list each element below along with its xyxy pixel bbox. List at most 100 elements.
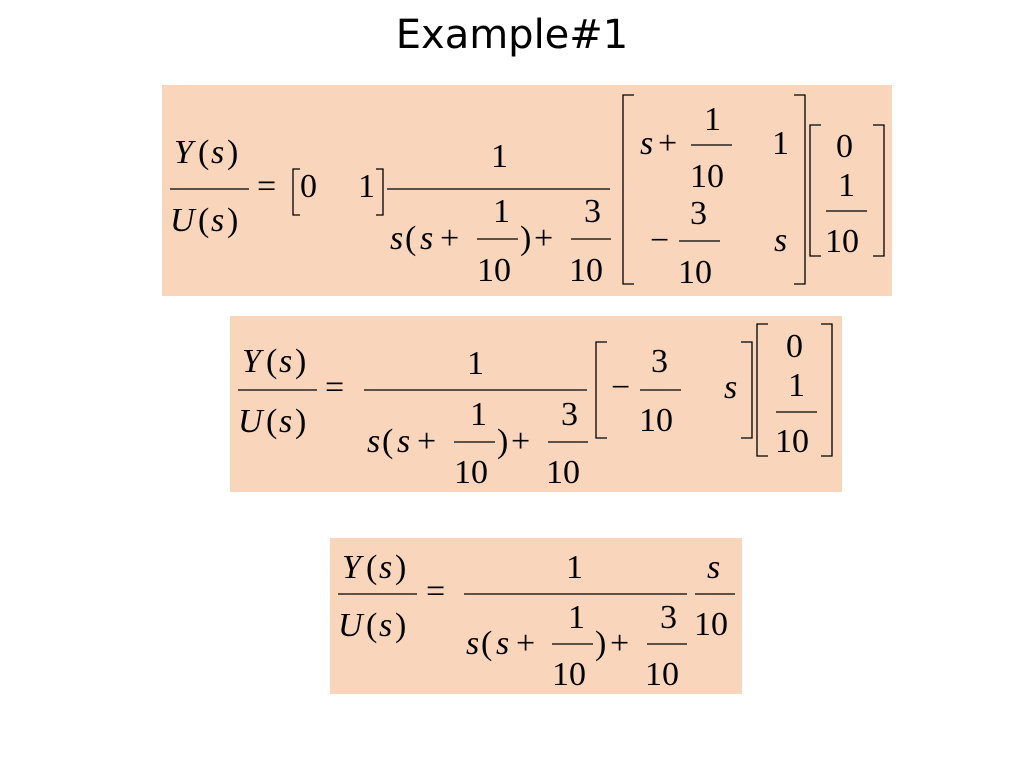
svg-text:10: 10	[639, 402, 673, 439]
svg-text:s: s	[367, 423, 380, 460]
svg-text:3: 3	[690, 195, 707, 232]
column-vector: 0 1 10	[809, 124, 885, 260]
equation-2: Y ( s ) U ( s ) = 1 s ( s + 1 10 ) + 3 1…	[238, 323, 833, 491]
result-fraction: s 10	[694, 549, 735, 643]
svg-text:s: s	[724, 369, 737, 406]
svg-text:1: 1	[493, 193, 510, 230]
svg-text:1: 1	[470, 396, 487, 433]
svg-text:10: 10	[552, 656, 586, 693]
svg-text:3: 3	[584, 193, 601, 230]
equals-sign: =	[325, 369, 344, 406]
svg-text:s: s	[466, 625, 479, 662]
svg-text:10: 10	[775, 423, 809, 460]
svg-text:s: s	[279, 403, 292, 440]
svg-text:+: +	[440, 220, 459, 257]
lhs-fraction: Y ( s ) U ( s )	[238, 343, 317, 440]
svg-text:s: s	[496, 625, 509, 662]
matrix-2x2: s + 1 10 1 − 3 10 s	[622, 94, 806, 291]
svg-text:1: 1	[568, 599, 585, 636]
svg-text:s: s	[279, 343, 292, 380]
svg-text:10: 10	[569, 252, 603, 289]
svg-text:(: (	[198, 202, 209, 239]
svg-text:+: +	[534, 220, 553, 257]
svg-text:10: 10	[477, 252, 511, 289]
svg-text:0: 0	[786, 328, 803, 365]
svg-text:(: (	[382, 423, 393, 460]
svg-text:): )	[497, 423, 508, 460]
row-vector: − 3 10 s	[595, 341, 753, 439]
lhs-fraction: Y ( s ) U ( s )	[338, 549, 417, 644]
column-vector: 0 1 10	[756, 323, 833, 460]
svg-text:1: 1	[566, 549, 583, 586]
svg-text:s: s	[379, 607, 392, 644]
svg-text:U: U	[170, 202, 197, 239]
svg-text:U: U	[238, 403, 265, 440]
svg-text:10: 10	[694, 606, 728, 643]
svg-text:10: 10	[690, 158, 724, 195]
svg-text:0: 0	[836, 128, 853, 165]
svg-text:+: +	[417, 423, 436, 460]
svg-text:s: s	[211, 202, 224, 239]
svg-text:(: (	[405, 220, 416, 257]
svg-text:1: 1	[358, 168, 375, 205]
svg-text:): )	[227, 202, 238, 239]
svg-text:10: 10	[546, 454, 580, 491]
equation-box-3: Y ( s ) U ( s ) = 1 s ( s + 1 10 ) + 3 1…	[330, 538, 742, 694]
equals-sign: =	[426, 573, 445, 610]
svg-text:1: 1	[491, 138, 508, 175]
svg-text:s: s	[707, 549, 720, 586]
svg-text:s: s	[379, 549, 392, 586]
svg-text:): )	[295, 343, 306, 380]
svg-text:s: s	[211, 134, 224, 171]
transfer-fraction: 1 s ( s + 1 10 ) + 3 10	[387, 138, 611, 289]
svg-text:): )	[395, 549, 406, 586]
svg-text:Y: Y	[242, 343, 264, 380]
svg-text:10: 10	[454, 454, 488, 491]
svg-text:+: +	[516, 625, 535, 662]
svg-text:s: s	[420, 220, 433, 257]
svg-text:1: 1	[772, 125, 789, 162]
equation-box-2: Y ( s ) U ( s ) = 1 s ( s + 1 10 ) + 3 1…	[230, 316, 842, 492]
svg-text:(: (	[481, 625, 492, 662]
equation-box-1: Y ( s ) U ( s ) = 0 1 1 s ( s + 1 10 ) +…	[162, 85, 892, 296]
svg-text:1: 1	[704, 101, 721, 138]
svg-text:3: 3	[660, 599, 677, 636]
svg-text:+: +	[610, 625, 629, 662]
transfer-fraction: 1 s ( s + 1 10 ) + 3 10	[364, 345, 588, 491]
lhs-fraction: Y ( s ) U ( s )	[170, 134, 249, 239]
svg-text:s: s	[640, 125, 653, 162]
transfer-fraction: 1 s ( s + 1 10 ) + 3 10	[464, 549, 687, 693]
svg-text:s: s	[390, 220, 403, 257]
svg-text:): )	[227, 134, 238, 171]
svg-text:−: −	[650, 222, 669, 259]
equation-1: Y ( s ) U ( s ) = 0 1 1 s ( s + 1 10 ) +…	[170, 94, 885, 291]
svg-text:10: 10	[645, 656, 679, 693]
svg-text:s: s	[397, 423, 410, 460]
svg-text:(: (	[198, 134, 209, 171]
svg-text:3: 3	[651, 343, 668, 380]
svg-text:(: (	[266, 343, 277, 380]
slide-title: Example#1	[395, 12, 629, 58]
svg-text:10: 10	[825, 223, 859, 260]
svg-text:): )	[295, 403, 306, 440]
svg-text:10: 10	[678, 254, 712, 291]
svg-text:1: 1	[838, 167, 855, 204]
svg-text:): )	[395, 607, 406, 644]
svg-text:Y: Y	[342, 549, 364, 586]
svg-text:0: 0	[300, 168, 317, 205]
svg-text:1: 1	[467, 345, 484, 382]
row-vector: 0 1	[292, 168, 384, 216]
svg-text:(: (	[366, 607, 377, 644]
equation-3: Y ( s ) U ( s ) = 1 s ( s + 1 10 ) + 3 1…	[338, 549, 735, 693]
svg-text:−: −	[611, 369, 630, 406]
svg-text:+: +	[511, 423, 530, 460]
svg-text:): )	[595, 625, 606, 662]
svg-text:+: +	[658, 125, 677, 162]
svg-text:3: 3	[561, 396, 578, 433]
svg-text:1: 1	[788, 367, 805, 404]
equals-sign: =	[257, 168, 276, 205]
svg-text:(: (	[266, 403, 277, 440]
svg-text:Y: Y	[174, 134, 196, 171]
svg-text:(: (	[366, 549, 377, 586]
svg-text:s: s	[774, 222, 787, 259]
